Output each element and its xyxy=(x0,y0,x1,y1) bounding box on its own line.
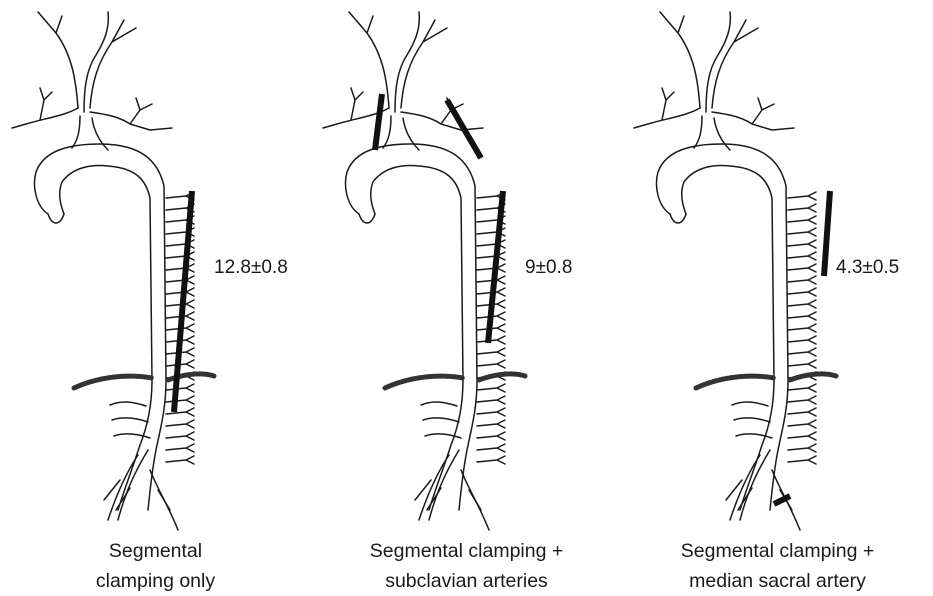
segmental-artery xyxy=(788,324,816,332)
diaphragm xyxy=(74,374,214,388)
segmental-artery xyxy=(477,348,505,356)
vessel-lines xyxy=(323,12,505,530)
clamped-length-value: 4.3±0.5 xyxy=(836,257,899,279)
clamp-bar xyxy=(174,191,192,412)
caption-line-2: clamping only xyxy=(0,566,311,596)
aorta-diagram xyxy=(311,0,622,594)
segmental-artery xyxy=(166,444,194,452)
segmental-artery xyxy=(788,420,816,428)
segmental-artery xyxy=(477,360,505,368)
clamped-length-value: 12.8±0.8 xyxy=(214,257,288,279)
aorta-diagram xyxy=(0,0,311,594)
aorta-outer-wall xyxy=(346,144,478,510)
segmental-artery xyxy=(477,432,505,440)
aorta-inner-wall xyxy=(60,166,152,510)
panel-median-sacral: 4.3±0.5 Segmental clamping + median sacr… xyxy=(622,0,933,594)
aorta-inner-wall xyxy=(371,166,463,510)
segmental-artery xyxy=(788,252,816,260)
segmental-artery xyxy=(477,420,505,428)
segmental-artery xyxy=(166,276,194,284)
segmental-artery xyxy=(788,192,816,200)
segmental-artery xyxy=(477,384,505,392)
aortic-root xyxy=(48,214,64,223)
segmental-artery xyxy=(166,396,194,404)
segmental-artery xyxy=(477,444,505,452)
segmental-artery xyxy=(477,264,505,272)
segmental-artery xyxy=(788,444,816,452)
segmental-artery xyxy=(788,348,816,356)
clamped-length-value: 9±0.8 xyxy=(525,257,572,279)
segmental-artery xyxy=(788,264,816,272)
segmental-artery xyxy=(788,276,816,284)
panel-caption: Segmental clamping + subclavian arteries xyxy=(311,536,622,596)
segmental-artery xyxy=(788,312,816,320)
segmental-artery xyxy=(477,252,505,260)
segmental-artery xyxy=(166,456,194,464)
segmental-artery xyxy=(166,408,194,416)
caption-line-2: subclavian arteries xyxy=(311,566,622,596)
aorta-inner-wall xyxy=(682,166,774,510)
caption-line-2: median sacral artery xyxy=(622,566,933,596)
aorta-outer-wall xyxy=(657,144,789,510)
aortic-root xyxy=(359,214,375,223)
aorta-diagram xyxy=(622,0,933,594)
panel-subclavian: 9±0.8 Segmental clamping + subclavian ar… xyxy=(311,0,622,594)
caption-line-1: Segmental xyxy=(0,536,311,566)
aorta-outer-wall xyxy=(35,144,167,510)
subclavian-clamp-left xyxy=(375,94,382,150)
panel-caption: Segmental clamping only xyxy=(0,536,311,596)
caption-line-1: Segmental clamping + xyxy=(311,536,622,566)
segmental-artery xyxy=(788,456,816,464)
segmental-artery xyxy=(788,432,816,440)
segmental-artery xyxy=(788,408,816,416)
segmental-artery xyxy=(788,384,816,392)
segmental-artery xyxy=(477,456,505,464)
segmental-artery xyxy=(166,264,194,272)
segmental-artery xyxy=(788,336,816,344)
segmental-artery xyxy=(788,240,816,248)
segmental-artery xyxy=(477,408,505,416)
panel-segmental-only: 12.8±0.8 Segmental clamping only xyxy=(0,0,311,594)
clamp-bar xyxy=(824,191,830,276)
vessel-lines xyxy=(634,12,816,530)
clamp-bar xyxy=(488,191,503,343)
segmental-artery xyxy=(166,420,194,428)
segmental-artery xyxy=(166,384,194,392)
segmental-artery xyxy=(477,396,505,404)
segmental-artery xyxy=(788,204,816,212)
panel-caption: Segmental clamping + median sacral arter… xyxy=(622,536,933,596)
segmental-artery xyxy=(788,228,816,236)
diaphragm xyxy=(696,374,836,388)
aortic-root xyxy=(670,214,686,223)
diaphragm xyxy=(385,374,525,388)
segmental-artery xyxy=(788,300,816,308)
caption-line-1: Segmental clamping + xyxy=(622,536,933,566)
segmental-artery xyxy=(166,432,194,440)
segmental-artery xyxy=(788,360,816,368)
segmental-artery xyxy=(788,216,816,224)
segmental-artery xyxy=(788,288,816,296)
segmental-artery xyxy=(166,288,194,296)
segmental-artery xyxy=(788,396,816,404)
vessel-lines xyxy=(12,12,194,530)
